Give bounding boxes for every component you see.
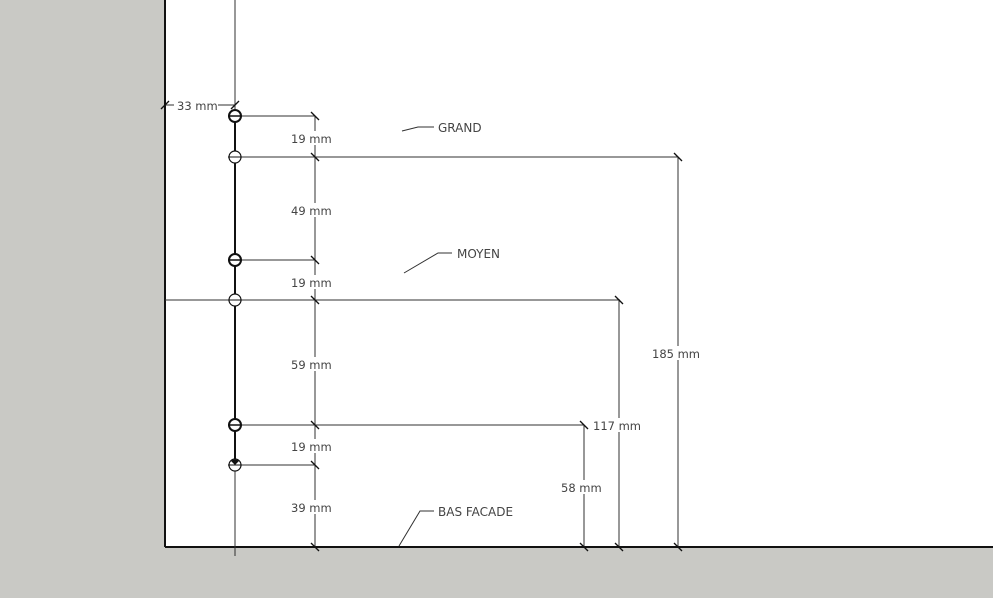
dim-49-bg <box>289 203 333 217</box>
dim-grand-19-text: 19 mm <box>291 132 332 146</box>
hole-grand-top[interactable] <box>228 109 242 123</box>
dim-19a-bg <box>289 131 333 145</box>
label-bas-leader <box>398 510 434 547</box>
dim-185-tick-top <box>673 152 683 162</box>
dim-117-tick-bottom <box>614 542 624 552</box>
hole-grand-bottom[interactable] <box>228 150 242 164</box>
label-grand: GRAND <box>438 121 482 135</box>
hole-bas-bottom[interactable] <box>228 458 242 472</box>
dim-19c-bg <box>289 439 333 453</box>
dim-185-bg <box>650 346 702 360</box>
tick-300 <box>310 295 320 305</box>
dim-59-bg <box>289 357 333 371</box>
dim-117-bg <box>591 418 643 432</box>
dim-58-tick-top <box>579 420 589 430</box>
tick-465 <box>310 460 320 470</box>
dim-33-bg <box>174 98 218 112</box>
panel-face <box>165 0 993 547</box>
tick-425 <box>310 420 320 430</box>
dim-185-tick-bottom <box>673 542 683 552</box>
dim-117-tick-top <box>614 295 624 305</box>
label-moyen: MOYEN <box>457 247 500 261</box>
hole-bas-top[interactable] <box>228 418 242 432</box>
dim-33-tick-right <box>230 100 240 110</box>
label-bas-facade: BAS FACADE <box>438 505 513 519</box>
tick-547 <box>310 542 320 552</box>
tick-116 <box>310 111 320 121</box>
hole-moyen-bottom[interactable] <box>228 293 242 307</box>
dim-185-text: 185 mm <box>652 347 700 361</box>
hole-moyen-top[interactable] <box>228 253 242 267</box>
tick-260 <box>310 255 320 265</box>
dim-19b-bg <box>289 275 333 289</box>
dim-59-text: 59 mm <box>291 358 332 372</box>
dim-39-text: 39 mm <box>291 501 332 515</box>
dim-moyen-19-text: 19 mm <box>291 276 332 290</box>
dim-33-tick-left <box>160 100 170 110</box>
dim-39-bg <box>289 500 333 514</box>
dim-bas-19-text: 19 mm <box>291 440 332 454</box>
dim-49-text: 49 mm <box>291 204 332 218</box>
dim-58-tick-bottom <box>579 542 589 552</box>
tick-157 <box>310 152 320 162</box>
label-grand-leader <box>401 126 434 132</box>
dim-58-text: 58 mm <box>561 481 602 495</box>
label-moyen-leader <box>403 252 452 274</box>
dim-117-text: 117 mm <box>593 419 641 433</box>
dim-58-bg <box>559 480 605 494</box>
dim-33-text: 33 mm <box>177 99 218 113</box>
